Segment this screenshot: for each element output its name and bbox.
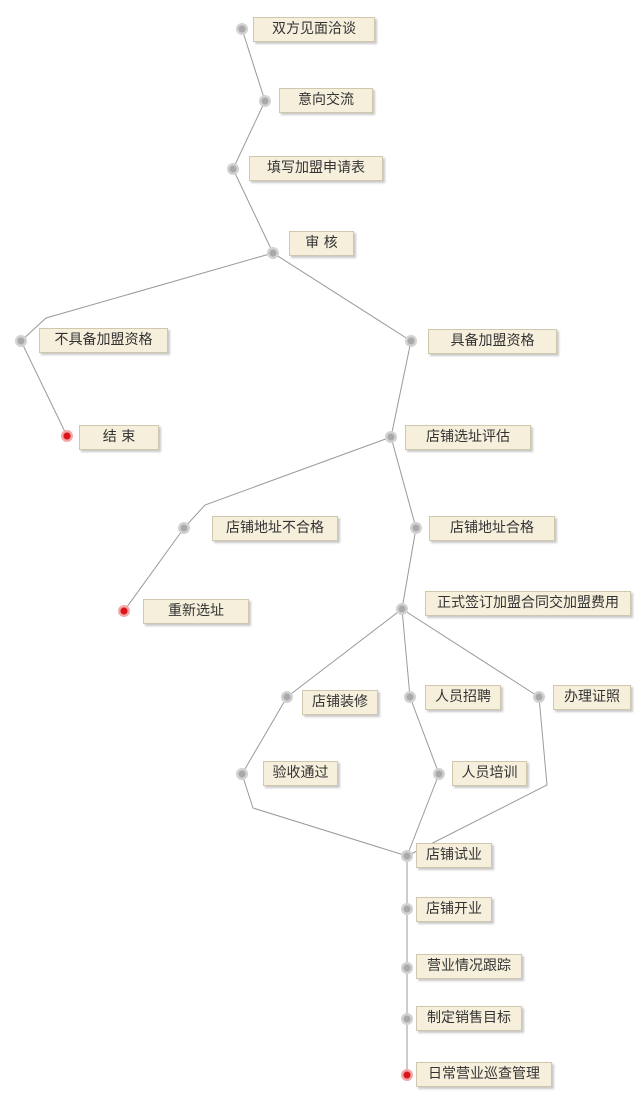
node-dot: [236, 768, 248, 780]
node-dot: [385, 431, 397, 443]
edge-n4-n5: [20, 252, 274, 342]
edge-n15-n18: [406, 696, 548, 857]
flow-step-n7: 结 束: [79, 425, 159, 450]
flow-step-n14: 人员招聘: [425, 685, 501, 710]
flow-step-n15: 办理证照: [553, 685, 631, 710]
flow-step-n18: 店铺试业: [416, 843, 492, 868]
edge-n5-n7: [20, 340, 68, 437]
edge-n9-n11: [123, 527, 185, 612]
node-dot: [236, 23, 248, 35]
node-dot: [267, 247, 279, 259]
flow-step-n10: 店铺地址合格: [429, 516, 555, 541]
flow-step-n4: 审 核: [289, 231, 354, 256]
node-dot: [410, 522, 422, 534]
edge-n16-n18: [241, 773, 408, 857]
edge-n2-n3: [232, 100, 266, 170]
end-node-dot: [401, 1069, 413, 1081]
node-dot: [533, 691, 545, 703]
edge-n4-n6: [272, 252, 412, 342]
flow-step-n1: 双方见面洽谈: [253, 17, 375, 42]
edge-n3-n4: [232, 168, 274, 254]
node-dot: [178, 522, 190, 534]
node-dot: [259, 95, 271, 107]
node-dot: [396, 603, 408, 615]
node-dot: [227, 163, 239, 175]
edge-n8-n10: [390, 436, 417, 529]
node-dot: [15, 335, 27, 347]
end-node-dot: [118, 605, 130, 617]
flow-step-n22: 日常营业巡查管理: [416, 1062, 552, 1087]
node-dot: [401, 962, 413, 974]
flow-step-n11: 重新选址: [143, 599, 249, 624]
edge-n14-n17: [409, 696, 440, 775]
edge-n6-n8: [390, 340, 412, 438]
edge-n8-n9: [183, 436, 392, 529]
flow-step-n20: 营业情况跟踪: [416, 954, 522, 979]
flow-step-n3: 填写加盟申请表: [249, 156, 383, 181]
edge-n12-n15: [401, 608, 540, 698]
flow-step-n6: 具备加盟资格: [428, 329, 557, 354]
flow-step-n5: 不具备加盟资格: [39, 328, 168, 353]
flow-step-n21: 制定销售目标: [416, 1006, 522, 1031]
flow-step-n17: 人员培训: [452, 761, 527, 786]
flow-step-n8: 店铺选址评估: [405, 425, 531, 450]
edge-n12-n14: [401, 608, 411, 698]
end-node-dot: [61, 430, 73, 442]
flow-step-n9: 店铺地址不合格: [212, 516, 338, 541]
node-dot: [401, 1013, 413, 1025]
edge-n1-n2: [241, 28, 266, 102]
node-dot: [404, 691, 416, 703]
node-dot: [281, 691, 293, 703]
edge-n12-n13: [286, 608, 403, 698]
edge-n17-n18: [406, 773, 440, 857]
node-dot: [405, 335, 417, 347]
edge-n10-n12: [401, 527, 417, 610]
node-dot: [433, 768, 445, 780]
flow-step-n19: 店铺开业: [416, 897, 492, 922]
flow-step-n16: 验收通过: [263, 761, 338, 786]
flow-step-n13: 店铺装修: [302, 690, 378, 715]
node-dot: [401, 850, 413, 862]
node-dot: [401, 903, 413, 915]
edge-n13-n16: [241, 696, 288, 775]
flow-step-n12: 正式签订加盟合同交加盟费用: [425, 591, 631, 616]
flow-step-n2: 意向交流: [279, 88, 373, 113]
